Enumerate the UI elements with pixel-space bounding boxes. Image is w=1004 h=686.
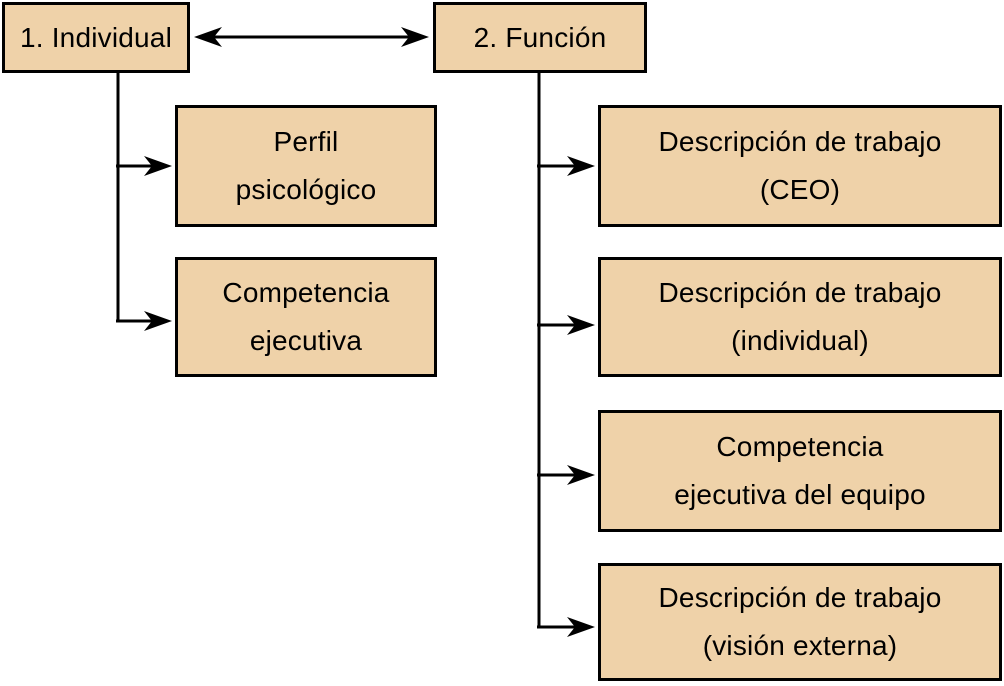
node-funcion-label: 2. Función [473, 21, 607, 53]
node-descripcion-trabajo-individual: Descripción de trabajo (individual) [598, 257, 1002, 377]
node-funcion: 2. Función [433, 2, 647, 73]
node-descripcion-trabajo-ceo: Descripción de trabajo (CEO) [598, 105, 1002, 227]
node-descripcion-trabajo-vision-externa-label: Descripción de trabajo (visión externa) [658, 582, 942, 661]
node-competencia-ejecutiva-equipo: Competencia ejecutiva del equipo [598, 410, 1002, 532]
node-descripcion-trabajo-ceo-label: Descripción de trabajo (CEO) [658, 126, 942, 205]
node-descripcion-trabajo-individual-label: Descripción de trabajo (individual) [658, 277, 942, 356]
node-individual-label: 1. Individual [19, 21, 173, 53]
trunk-individual [116, 73, 172, 331]
node-perfil-psicologico-label: Perfil psicológico [235, 126, 377, 205]
node-competencia-ejecutiva: Competencia ejecutiva [175, 257, 437, 377]
trunk-funcion [537, 73, 595, 637]
node-perfil-psicologico: Perfil psicológico [175, 105, 437, 227]
node-competencia-ejecutiva-equipo-label: Competencia ejecutiva del equipo [674, 431, 926, 510]
node-descripcion-trabajo-vision-externa: Descripción de trabajo (visión externa) [598, 563, 1002, 681]
node-individual: 1. Individual [2, 2, 190, 73]
arrow-individual-funcion [194, 27, 429, 47]
node-competencia-ejecutiva-label: Competencia ejecutiva [222, 277, 390, 356]
